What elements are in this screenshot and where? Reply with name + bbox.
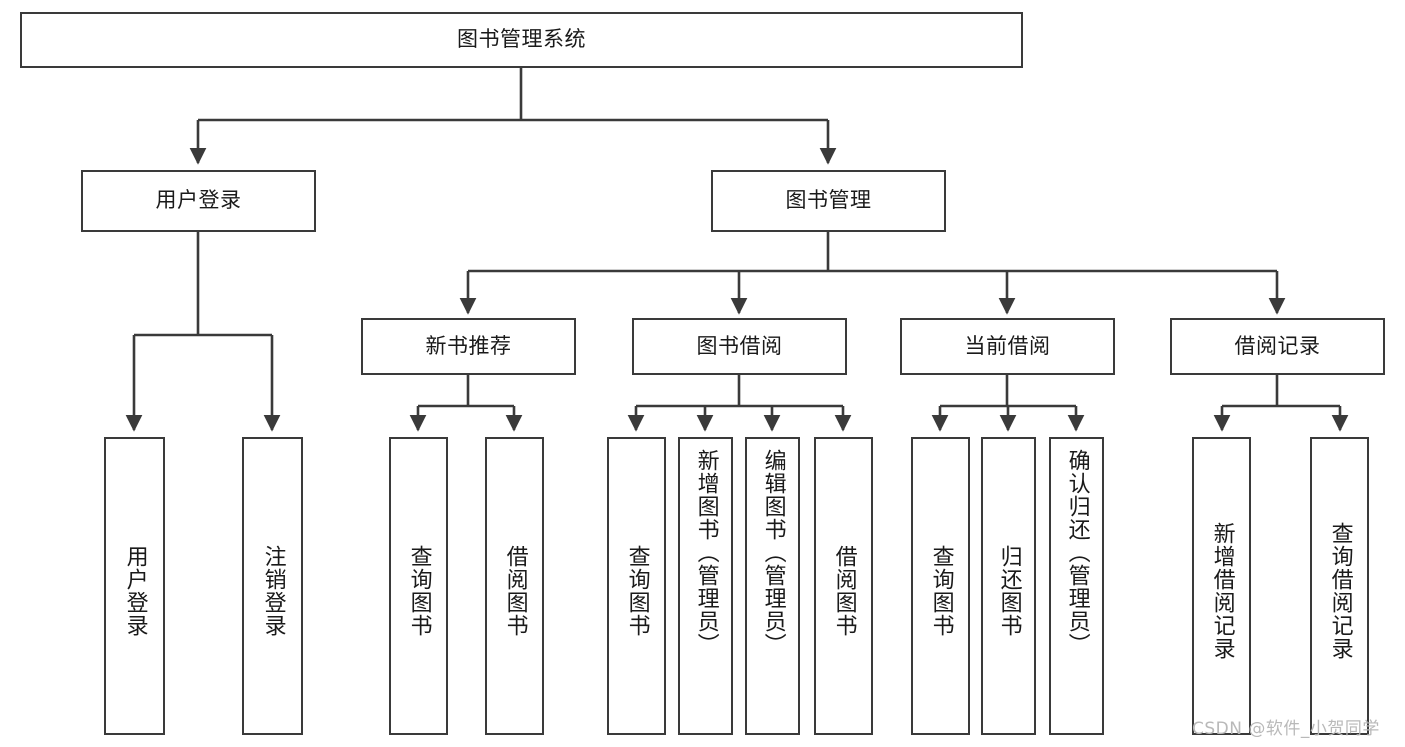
node-leaf-user-login[interactable]: 用户登录 xyxy=(104,437,165,735)
node-leaf-logout-login[interactable]: 注销登录 xyxy=(242,437,303,735)
node-leaf-add-book-admin[interactable]: 新增图书（管理员） xyxy=(678,437,733,735)
node-current-borrow[interactable]: 当前借阅 xyxy=(900,318,1115,375)
node-leaf-query-book-borrow[interactable]: 查询图书 xyxy=(607,437,666,735)
node-label: 用户登录 xyxy=(122,545,148,637)
node-label: 查询图书 xyxy=(928,545,954,637)
node-label: 新增图书（管理员） xyxy=(693,449,719,656)
node-leaf-confirm-return-admin[interactable]: 确认归还（管理员） xyxy=(1049,437,1104,735)
node-leaf-query-book-current[interactable]: 查询图书 xyxy=(911,437,970,735)
node-label: 新书推荐 xyxy=(425,333,512,358)
node-label: 新增借阅记录 xyxy=(1209,522,1235,660)
node-label: 图书借阅 xyxy=(696,333,783,358)
node-leaf-return-book[interactable]: 归还图书 xyxy=(981,437,1036,735)
node-leaf-borrow-book-borrow[interactable]: 借阅图书 xyxy=(814,437,873,735)
node-label: 查询图书 xyxy=(406,545,432,637)
node-label: 借阅图书 xyxy=(502,545,528,637)
node-label: 借阅记录 xyxy=(1234,333,1321,358)
node-new-book-recommend[interactable]: 新书推荐 xyxy=(361,318,576,375)
node-label: 查询借阅记录 xyxy=(1327,522,1353,660)
node-user-login[interactable]: 用户登录 xyxy=(81,170,316,232)
node-leaf-borrow-book-recommend[interactable]: 借阅图书 xyxy=(485,437,544,735)
node-leaf-query-borrow-record[interactable]: 查询借阅记录 xyxy=(1310,437,1369,735)
node-book-manage[interactable]: 图书管理 xyxy=(711,170,946,232)
node-label: 图书管理系统 xyxy=(457,27,586,52)
node-label: 图书管理 xyxy=(785,188,872,213)
node-label: 用户登录 xyxy=(155,188,242,213)
node-leaf-query-book-recommend[interactable]: 查询图书 xyxy=(389,437,448,735)
node-leaf-edit-book-admin[interactable]: 编辑图书（管理员） xyxy=(745,437,800,735)
csdn-watermark: CSDN @软件_小贺同学 xyxy=(1192,719,1380,739)
node-label: 借阅图书 xyxy=(831,545,857,637)
node-label: 确认归还（管理员） xyxy=(1064,449,1090,656)
node-leaf-add-borrow-record[interactable]: 新增借阅记录 xyxy=(1192,437,1251,735)
node-label: 注销登录 xyxy=(260,545,286,637)
node-label: 查询图书 xyxy=(624,545,650,637)
node-label: 当前借阅 xyxy=(964,333,1051,358)
node-root-book-management-system[interactable]: 图书管理系统 xyxy=(20,12,1023,68)
node-book-borrow[interactable]: 图书借阅 xyxy=(632,318,847,375)
node-label: 编辑图书（管理员） xyxy=(760,449,786,656)
node-label: 归还图书 xyxy=(996,545,1022,637)
node-borrow-record[interactable]: 借阅记录 xyxy=(1170,318,1385,375)
